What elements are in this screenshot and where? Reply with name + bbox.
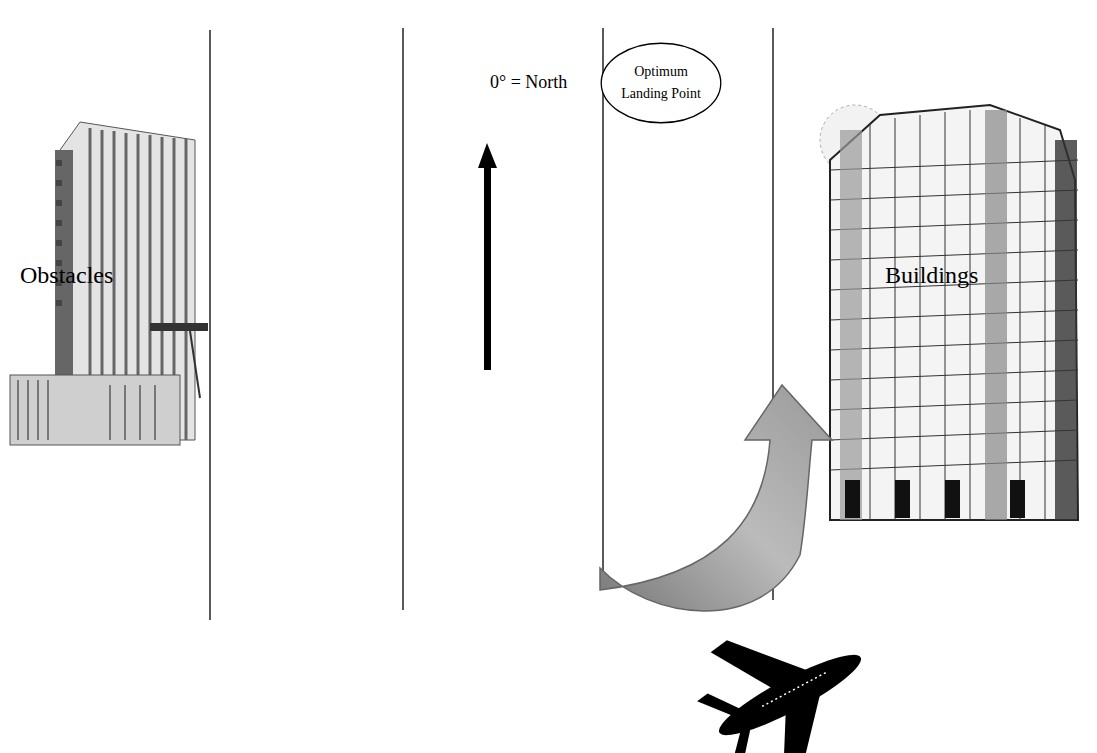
landing-ellipse: Optimum Landing Point xyxy=(600,42,722,124)
left-building xyxy=(10,122,208,445)
airplane xyxy=(678,589,894,753)
lane-lines xyxy=(210,28,773,620)
node-label: Optimum Landing Point xyxy=(618,61,704,105)
approach-arrow xyxy=(600,385,832,611)
north-label: 0° = North xyxy=(490,72,567,93)
area-label: Buildings xyxy=(885,262,978,289)
north-arrow xyxy=(478,143,497,370)
right-building xyxy=(820,105,1078,520)
area-label: Obstacles xyxy=(20,262,113,289)
ellipse-outline xyxy=(600,42,722,124)
